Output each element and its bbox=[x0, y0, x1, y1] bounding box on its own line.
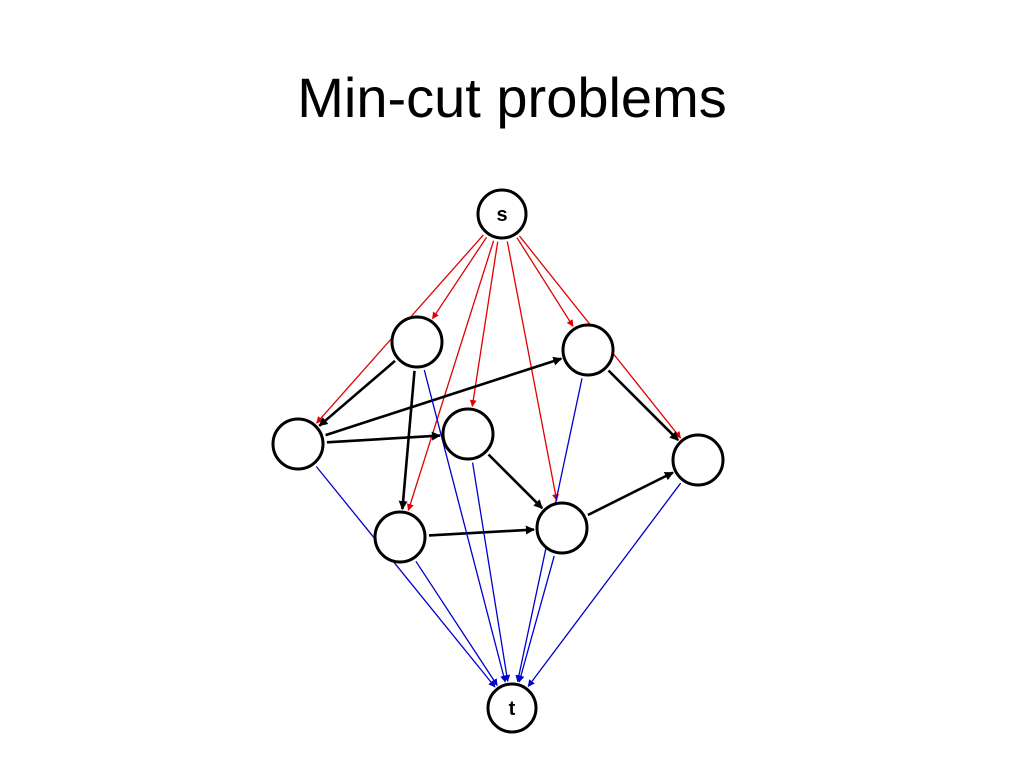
node-circle-f bbox=[535, 501, 589, 555]
node-t: t bbox=[486, 682, 538, 734]
edge-s-to-f bbox=[506, 241, 559, 502]
node-b bbox=[271, 417, 325, 471]
node-layer: st bbox=[271, 188, 725, 734]
node-circle-c bbox=[561, 323, 615, 377]
edge-layer bbox=[315, 234, 682, 688]
edge-b-to-d bbox=[326, 431, 441, 444]
node-c bbox=[561, 323, 615, 377]
node-circle-s bbox=[476, 188, 528, 240]
edge-d-to-f bbox=[487, 453, 544, 510]
node-circle-g bbox=[671, 433, 725, 487]
edge-f-to-g bbox=[587, 471, 674, 517]
node-label-s: s bbox=[496, 204, 507, 226]
node-circle-d bbox=[441, 407, 495, 461]
edge-a-to-b bbox=[318, 359, 396, 427]
node-d bbox=[441, 407, 495, 461]
node-s: s bbox=[476, 188, 528, 240]
node-circle-a bbox=[390, 315, 444, 369]
edge-s-to-d bbox=[469, 241, 499, 407]
slide-title: Min-cut problems bbox=[297, 66, 727, 129]
edge-a-to-e bbox=[398, 370, 416, 510]
edge-s-to-a bbox=[431, 236, 488, 320]
edge-b-to-t bbox=[315, 466, 496, 688]
edge-c-to-g bbox=[607, 369, 680, 442]
node-e bbox=[373, 510, 427, 564]
edge-b-to-c bbox=[325, 356, 563, 437]
edge-e-to-f bbox=[428, 525, 535, 537]
edge-s-to-c bbox=[516, 237, 574, 327]
node-g bbox=[671, 433, 725, 487]
node-f bbox=[535, 501, 589, 555]
node-circle-e bbox=[373, 510, 427, 564]
edge-g-to-t bbox=[527, 482, 682, 687]
node-circle-t bbox=[486, 682, 538, 734]
edge-s-to-e bbox=[406, 240, 495, 511]
node-circle-b bbox=[271, 417, 325, 471]
edge-f-to-t bbox=[517, 555, 555, 683]
edge-a-to-t bbox=[423, 369, 508, 683]
node-label-t: t bbox=[509, 698, 516, 720]
edge-e-to-t bbox=[415, 560, 498, 686]
node-a bbox=[390, 315, 444, 369]
edge-d-to-t bbox=[471, 462, 511, 682]
